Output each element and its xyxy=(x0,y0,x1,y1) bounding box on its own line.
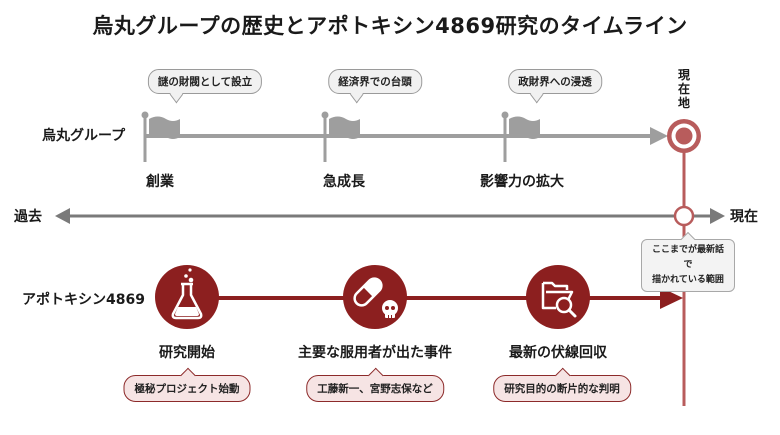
flag-icon xyxy=(321,111,360,162)
karasuma-event-label: 影響力の拡大 xyxy=(480,174,564,190)
present-axis-marker xyxy=(673,205,695,227)
karasuma-arrow-head xyxy=(650,127,668,145)
karasuma-note-bubble: 政財界への浸透 xyxy=(508,69,602,94)
axis-present-label: 現在 xyxy=(730,209,758,225)
flask-icon xyxy=(155,265,219,329)
apotoxin-note-bubble: 研究目的の断片的な判明 xyxy=(493,375,631,402)
karasuma-event-label: 急成長 xyxy=(323,174,365,190)
flag-icon xyxy=(501,111,540,162)
apotoxin-event-label: 最新の伏線回収 xyxy=(509,345,607,361)
current-position-target-icon xyxy=(667,119,701,153)
apotoxin-note-bubble: 極秘プロジェクト始動 xyxy=(123,375,251,402)
karasuma-note-bubble: 謎の財閥として設立 xyxy=(147,69,263,94)
apotoxin-event-label: 主要な服用者が出た事件 xyxy=(298,345,452,361)
apotoxin-row-label: アポトキシン4869 xyxy=(22,292,145,308)
axis-past-label: 過去 xyxy=(14,209,42,225)
coverage-tooltip: ここまでが最新話で 描かれている範囲 xyxy=(641,239,735,292)
present-arrow-head xyxy=(710,208,725,224)
apotoxin-arrow-head xyxy=(660,287,683,309)
flag-icon xyxy=(141,111,180,162)
page-title: 烏丸グループの歴史とアポトキシン4869研究のタイムライン xyxy=(92,14,688,38)
karasuma-event-label: 創業 xyxy=(146,174,174,190)
folder-search-icon xyxy=(526,265,590,329)
apotoxin-event-label: 研究開始 xyxy=(159,345,215,361)
karasuma-row-label: 烏丸グループ xyxy=(42,128,126,144)
karasuma-note-bubble: 経済界での台頭 xyxy=(328,69,422,94)
apotoxin-note-bubble: 工藤新一、宮野志保など xyxy=(306,375,444,402)
past-arrow-head xyxy=(55,208,70,224)
pill-skull-icon xyxy=(343,265,407,329)
current-position-label: 現在地 xyxy=(677,68,690,110)
coverage-tooltip-line2: 描かれている範囲 xyxy=(652,275,724,285)
coverage-tooltip-line1: ここまでが最新話で xyxy=(651,245,724,270)
